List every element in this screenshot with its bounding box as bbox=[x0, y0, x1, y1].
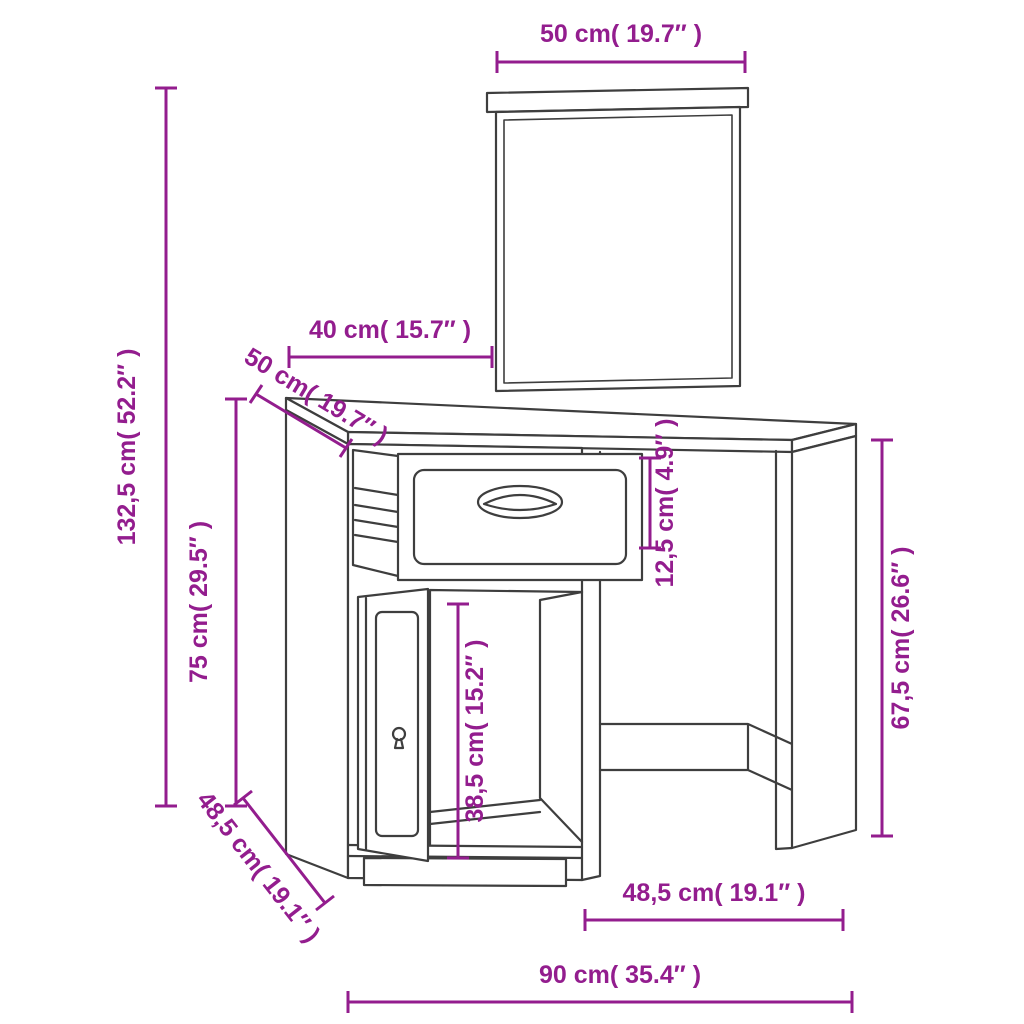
dim-total-height: 132,5 cm( 52.2″ ) bbox=[113, 86, 177, 808]
dim-leg-height-line bbox=[871, 438, 893, 838]
dim-drawer-height: 12,5 cm( 4.9″ ) bbox=[639, 418, 679, 588]
drawer-handle-inner bbox=[482, 494, 558, 512]
dim-desktop-depth-line bbox=[248, 384, 354, 458]
right-side-panel bbox=[774, 434, 858, 851]
knee-space-back-panel bbox=[598, 722, 794, 792]
dim-mirror-width-line bbox=[495, 51, 747, 73]
dim-desk-left-width-line bbox=[287, 346, 494, 368]
mirror bbox=[485, 86, 750, 393]
dim-total-height-line bbox=[155, 86, 177, 808]
dim-total-width: 90 cm( 35.4″ ) bbox=[346, 961, 854, 1013]
keyhole-icon bbox=[391, 726, 407, 742]
door-opening-outline bbox=[428, 588, 584, 847]
dim-side-depth-line bbox=[233, 789, 335, 912]
right-panel-face bbox=[790, 434, 858, 850]
dim-knee-space-width-line bbox=[583, 909, 845, 931]
dim-door-height-label: 38,5 cm( 15.2″ ) bbox=[461, 640, 489, 823]
dim-leg-height: 67,5 cm( 26.6″ ) bbox=[871, 438, 915, 838]
cabinet-plinth bbox=[362, 856, 568, 888]
dim-desk-left-width: 40 cm( 15.7″ ) bbox=[287, 316, 494, 368]
dim-total-width-label: 90 cm( 35.4″ ) bbox=[539, 961, 701, 989]
dim-cabinet-height-label: 75 cm( 29.5″ ) bbox=[185, 521, 213, 683]
cabinet-left-side bbox=[284, 408, 350, 880]
dim-cabinet-height: 75 cm( 29.5″ ) bbox=[185, 397, 247, 808]
door-open bbox=[356, 587, 430, 863]
drawer-open bbox=[351, 448, 644, 582]
desk-top bbox=[284, 396, 858, 454]
dim-knee-space-width-label: 48,5 cm( 19.1″ ) bbox=[623, 879, 806, 907]
dim-total-width-line bbox=[346, 991, 854, 1013]
dim-drawer-height-label: 12,5 cm( 4.9″ ) bbox=[651, 418, 679, 587]
dim-door-height: 38,5 cm( 15.2″ ) bbox=[447, 602, 489, 860]
dim-desk-left-width-label: 40 cm( 15.7″ ) bbox=[309, 316, 471, 344]
door-inner-border bbox=[374, 610, 420, 838]
dim-door-height-line bbox=[447, 602, 469, 860]
mirror-glass-inner-line bbox=[503, 114, 733, 384]
drawer-opening-edges bbox=[351, 448, 400, 578]
dim-knee-space-width: 48,5 cm( 19.1″ ) bbox=[583, 879, 845, 931]
dim-total-height-label: 132,5 cm( 52.2″ ) bbox=[113, 349, 141, 546]
mirror-frame bbox=[494, 105, 742, 393]
dim-mirror-width-label: 50 cm( 19.7″ ) bbox=[540, 20, 702, 48]
cabinet-interior bbox=[428, 588, 584, 847]
drawer-slide-rails bbox=[353, 486, 400, 544]
dim-mirror-width: 50 cm( 19.7″ ) bbox=[495, 20, 747, 73]
dim-cabinet-height-line bbox=[225, 397, 247, 808]
mirror-top-bar bbox=[485, 86, 750, 114]
dim-leg-height-label: 67,5 cm( 26.6″ ) bbox=[887, 547, 915, 730]
interior-back-panel bbox=[428, 590, 584, 844]
back-support-strip bbox=[598, 722, 794, 792]
keyhole-tail bbox=[393, 737, 405, 750]
right-panel-inner-edge bbox=[774, 449, 794, 851]
dim-drawer-height-line bbox=[639, 456, 661, 550]
drawer-handle-icon bbox=[476, 484, 564, 520]
drawer-front-inner-border bbox=[412, 468, 628, 566]
furniture-drawing bbox=[284, 86, 858, 888]
